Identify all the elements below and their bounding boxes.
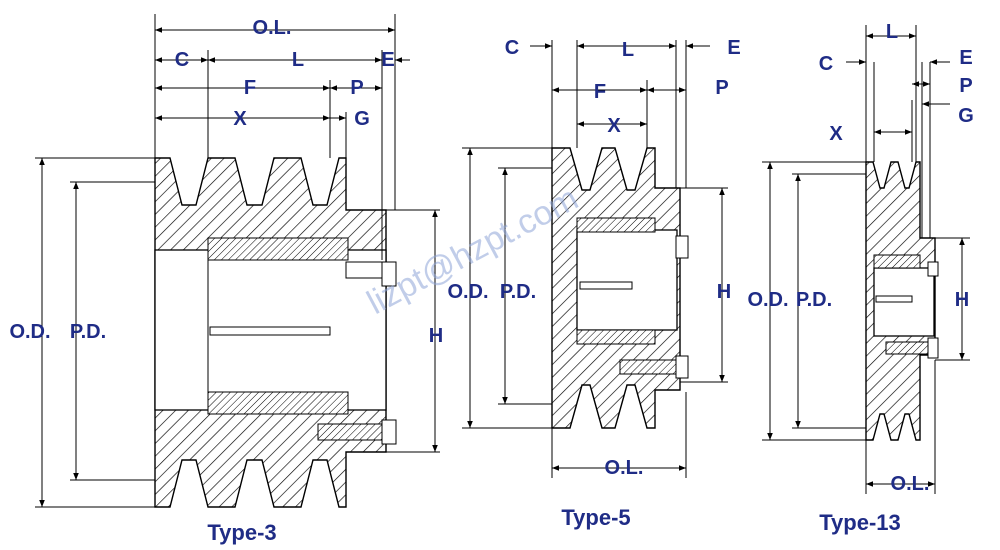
type-3-bushing-top: [207, 237, 349, 261]
type-13-diagram: L C E P G X O.D. P.D. H O.L. Type-13: [747, 21, 973, 535]
type-13-label-h: H: [955, 289, 969, 311]
type-5-caption: Type-5: [561, 505, 630, 530]
type-5-label-h: H: [717, 281, 731, 303]
type-5-diagram: C L E F P X O.D. P.D. H O.L. Type-5: [447, 37, 740, 530]
type-5-label-e: E: [727, 37, 740, 59]
type-3-label-g: G: [354, 108, 370, 130]
type-3-screw-top-head: [381, 261, 397, 287]
type-3-label-ol: O.L.: [253, 17, 292, 39]
type-13-label-e: E: [959, 47, 972, 69]
type-13-label-g: G: [958, 105, 974, 127]
type-5-label-p: P: [715, 77, 728, 99]
type-5-label-pd: P.D.: [500, 281, 536, 303]
type-13-label-x: X: [829, 123, 843, 145]
type-13-screw-head: [927, 337, 939, 359]
type-3-bushing-bottom: [207, 391, 349, 415]
type-3-label-x: X: [233, 108, 247, 130]
type-5-label-od: O.D.: [447, 281, 488, 303]
type-3-label-c: C: [175, 49, 189, 71]
type-5-label-f: F: [594, 81, 606, 103]
type-5-screw-top: [675, 235, 689, 259]
type-5-bushing-top: [576, 217, 656, 233]
type-13-keyway: [875, 295, 913, 303]
type-13-label-l: L: [886, 21, 898, 43]
type-3-caption: Type-3: [207, 520, 276, 545]
type-13-label-pd: P.D.: [796, 289, 832, 311]
type-13-label-ol: O.L.: [891, 473, 930, 495]
type-3-label-od: O.D.: [9, 321, 50, 343]
type-5-label-ol: O.L.: [605, 457, 644, 479]
type-13-label-c: C: [819, 53, 833, 75]
type-5-bushing-bottom: [576, 329, 656, 345]
type-3-diagram: O.L. C L E F P X G O.D. P.D. H Type-3: [9, 14, 443, 545]
type-13-screw-top: [927, 261, 939, 277]
type-5-screw-head: [675, 355, 689, 379]
type-5-screw: [619, 359, 681, 375]
type-13-label-p: P: [959, 75, 972, 97]
type-5-bore: [576, 229, 678, 331]
type-3-screw: [317, 423, 383, 441]
type-5-label-x: X: [607, 115, 621, 137]
type-5-label-c: C: [505, 37, 519, 59]
type-13-screw: [885, 341, 931, 355]
type-5-keyway: [579, 281, 633, 290]
type-3-label-e: E: [381, 49, 394, 71]
type-3-screw-head: [381, 419, 397, 445]
type-3-label-f: F: [244, 77, 256, 99]
type-13-caption: Type-13: [819, 510, 901, 535]
type-3-screw-top: [345, 261, 387, 279]
type-3-label-l: L: [292, 49, 304, 71]
type-3-label-h: H: [429, 325, 443, 347]
type-13-bushing-top: [873, 254, 921, 269]
type-3-label-p: P: [350, 77, 363, 99]
type-3-label-pd: P.D.: [70, 321, 106, 343]
type-3-keyway: [209, 326, 331, 336]
type-13-label-od: O.D.: [747, 289, 788, 311]
type-5-label-l: L: [622, 39, 634, 61]
